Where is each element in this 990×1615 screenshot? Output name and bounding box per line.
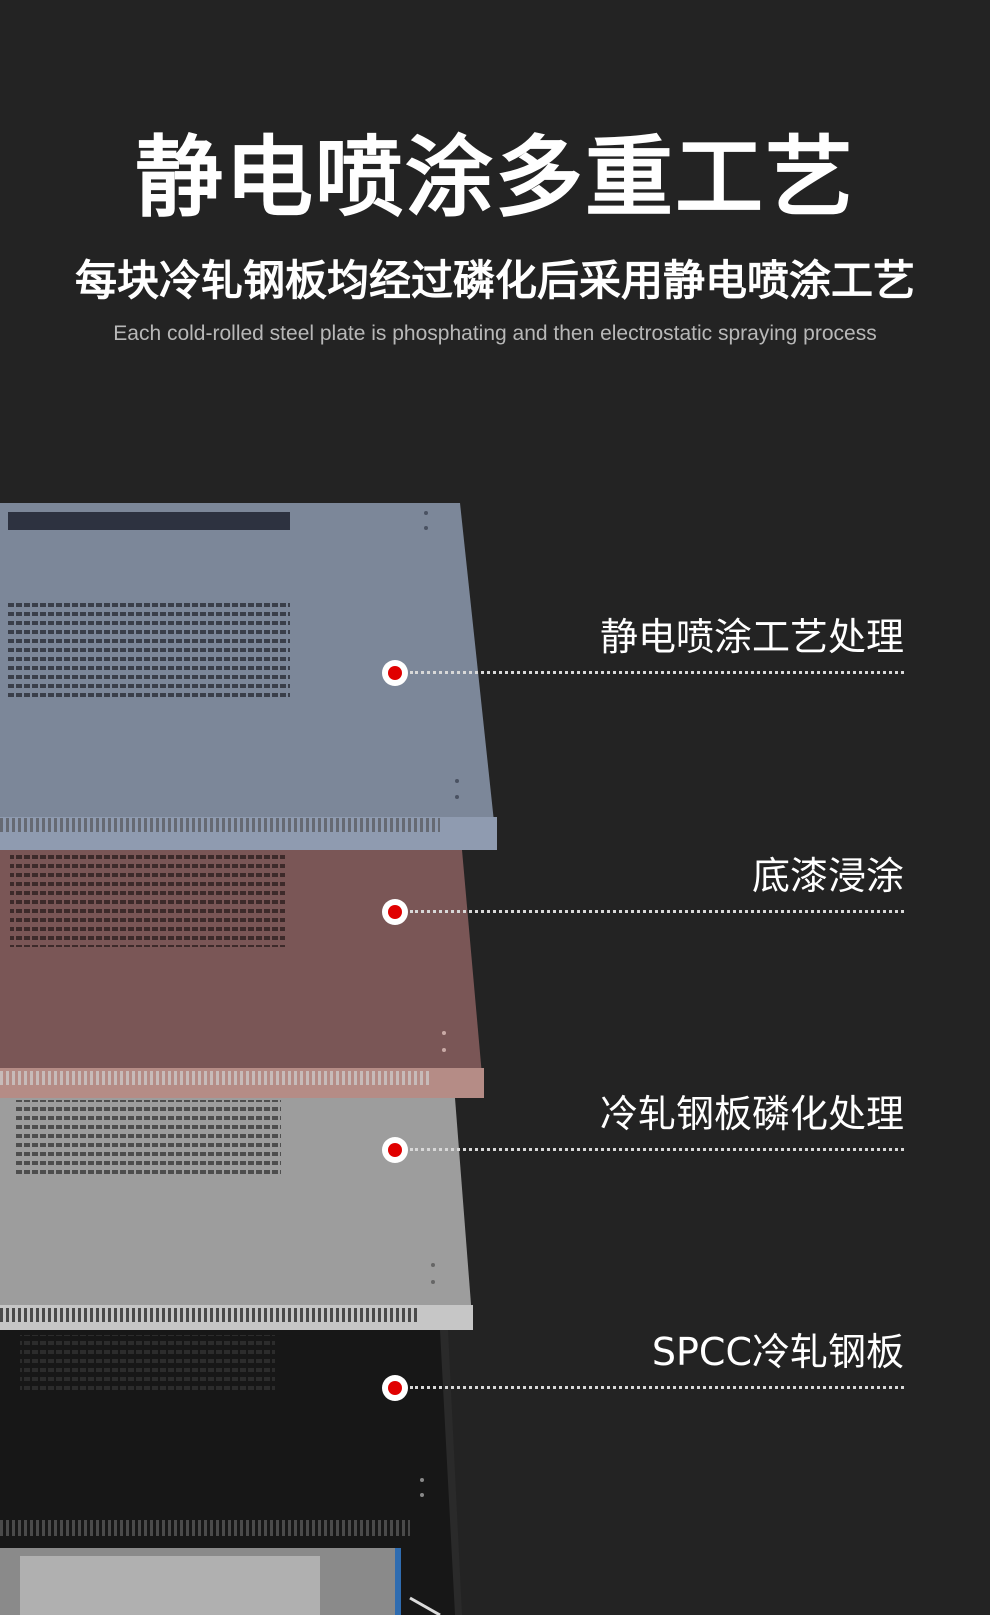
layer-primer-panel [0,850,484,1098]
callout-line-electrostatic [410,671,904,674]
page-title: 静电喷涂多重工艺 [134,126,855,229]
callout-line-primer [410,910,904,913]
callout-label-primer: 底漆浸涂 [751,854,904,898]
marker-dot-spcc [382,1375,408,1401]
marker-dot-electrostatic [382,660,408,686]
layer-electrostatic-panel [0,503,497,850]
callout-label-spcc: SPCC冷轧钢板 [651,1330,904,1374]
callout-label-electrostatic: 静电喷涂工艺处理 [599,615,904,659]
page-subtitle: 每块冷轧钢板均经过磷化后采用静电喷涂工艺 [74,256,915,305]
layer-phosphating-panel [0,1098,473,1330]
layer-spcc-panel [0,1330,462,1615]
callout-label-phosphating: 冷轧钢板磷化处理 [599,1092,904,1136]
callout-line-phosphating [410,1148,904,1151]
marker-dot-phosphating [382,1137,408,1163]
callout-line-spcc [410,1386,904,1389]
english-caption: Each cold-rolled steel plate is phosphat… [113,322,877,345]
marker-dot-primer [382,899,408,925]
